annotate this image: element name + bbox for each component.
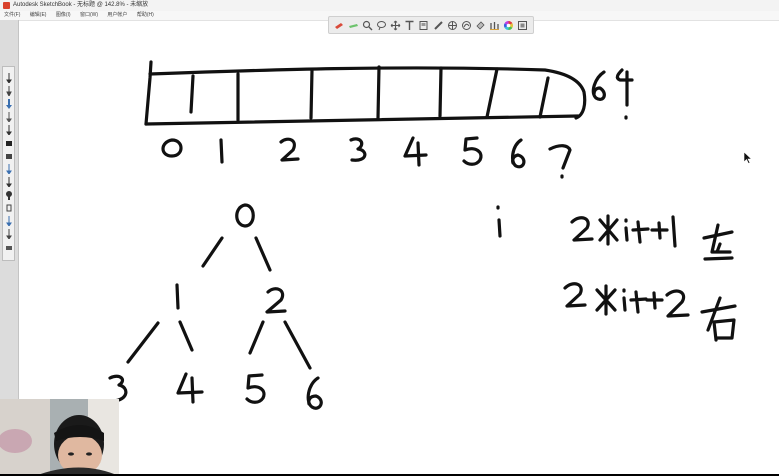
brush-11-icon[interactable] (5, 203, 13, 213)
left-label-char (702, 223, 734, 261)
crop-icon[interactable] (418, 20, 429, 31)
brush-9-icon[interactable] (5, 177, 13, 187)
right-formula-2 (563, 282, 587, 308)
move-icon[interactable] (390, 20, 401, 31)
index-5 (462, 136, 483, 166)
index-6 (510, 138, 526, 169)
tree-node-4 (176, 372, 204, 404)
tree-edge (283, 320, 312, 370)
array-divider (538, 76, 550, 119)
brush-palette (2, 66, 15, 261)
symmetry-icon[interactable] (447, 20, 458, 31)
title-bar: Autodesk SketchBook - 无标题 @ 142.8% - 未缩放 (0, 0, 779, 11)
tree-node-6 (306, 376, 323, 410)
brush-14-icon[interactable] (5, 242, 13, 252)
index-2 (279, 137, 300, 162)
lasso-icon[interactable] (376, 20, 387, 31)
brush-10-icon[interactable] (5, 190, 13, 200)
left-formula-plus (650, 221, 669, 240)
tree-node-3 (108, 374, 128, 403)
layers-icon[interactable] (517, 20, 528, 31)
right-formula-2b (665, 289, 690, 318)
brush-6-icon[interactable] (5, 138, 13, 148)
brush-13-icon[interactable] (5, 229, 13, 239)
right-formula-i (622, 288, 627, 312)
left-formula-1 (671, 215, 677, 248)
app-icon (3, 2, 10, 9)
right-formula-star (595, 284, 617, 316)
stroke-icon[interactable] (461, 20, 472, 31)
left-formula-2 (570, 216, 594, 242)
brush-2-icon[interactable] (5, 86, 13, 96)
left-formula-t (631, 220, 650, 244)
menu-image[interactable]: 图像(I) (55, 12, 71, 18)
array-bottom-stroke (144, 114, 580, 126)
menu-edit[interactable]: 编辑(E) (29, 12, 47, 18)
array-divider (485, 67, 499, 119)
tree-edge (126, 321, 160, 364)
brush-3-icon[interactable] (5, 99, 13, 109)
webcam-image (0, 399, 119, 476)
array-size-6 (591, 70, 606, 101)
brush-5-icon[interactable] (5, 125, 13, 135)
array-box-stroke (144, 60, 153, 126)
array-top-stroke (148, 66, 587, 120)
index-1 (219, 138, 224, 164)
menu-user-account[interactable]: 用户帐户 (107, 12, 128, 18)
menu-file[interactable]: 文件(F) (4, 12, 21, 18)
brush-4-icon[interactable] (5, 112, 13, 122)
brush-7-icon[interactable] (5, 151, 13, 161)
array-divider (189, 74, 195, 114)
brush-8-icon[interactable] (5, 164, 13, 174)
left-formula-i (624, 218, 629, 242)
ruler-icon[interactable] (433, 20, 444, 31)
mouse-cursor-icon (744, 152, 752, 164)
array-divider (376, 65, 381, 120)
index-4 (403, 136, 428, 167)
menu-window[interactable]: 窗口(W) (79, 12, 99, 18)
tree-edge (178, 320, 194, 352)
right-formula-t (629, 290, 648, 314)
bottom-border (0, 474, 779, 476)
tree-node-2 (265, 287, 287, 314)
pencil-icon[interactable] (348, 20, 359, 31)
index-var-i (497, 218, 502, 238)
drawing-toolbar (328, 16, 534, 34)
array-divider (309, 68, 314, 120)
window-title: Autodesk SketchBook - 无标题 @ 142.8% - 未缩放 (13, 2, 149, 8)
tree-node-0 (235, 203, 255, 228)
zoom-icon[interactable] (362, 20, 373, 31)
brush-12-icon[interactable] (5, 216, 13, 226)
index-0 (161, 138, 183, 158)
tree-node-1 (175, 283, 180, 310)
array-size-mark (615, 68, 634, 107)
text-icon[interactable] (404, 20, 415, 31)
brush-library-icon[interactable] (489, 20, 500, 31)
left-formula-star (598, 214, 619, 246)
array-divider (438, 66, 443, 118)
marker-icon[interactable] (334, 20, 345, 31)
index-7 (548, 144, 572, 170)
tree-edge (254, 236, 272, 272)
color-wheel-icon[interactable] (503, 20, 514, 31)
right-formula-plus (645, 291, 664, 310)
tree-edge (201, 236, 224, 268)
brush-1-icon[interactable] (5, 73, 13, 83)
webcam-overlay (0, 399, 119, 476)
menu-help[interactable]: 帮助(H) (136, 12, 154, 18)
tree-node-5 (245, 373, 266, 404)
right-label-char (700, 296, 737, 342)
fill-icon[interactable] (475, 20, 486, 31)
index-3 (349, 137, 367, 162)
tree-edge (248, 320, 265, 355)
